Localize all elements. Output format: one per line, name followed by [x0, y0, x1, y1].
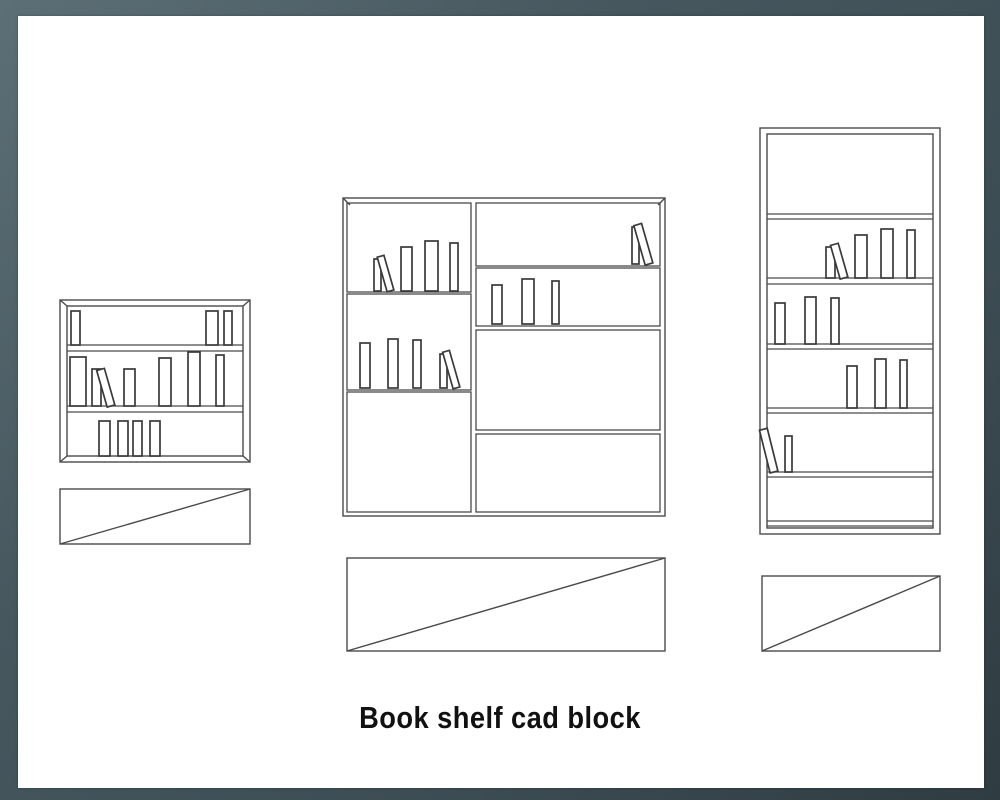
middle-middle-left-books [359, 338, 461, 390]
book [132, 420, 143, 457]
book [123, 368, 136, 407]
book [117, 420, 129, 457]
book-tilted [95, 367, 116, 409]
book [874, 358, 887, 409]
book [491, 284, 503, 325]
book [449, 242, 459, 292]
book-tilted [376, 254, 395, 293]
right-bookshelf-elevation[interactable] [758, 127, 941, 535]
middle-upper-right-compartment [475, 202, 661, 267]
middle-second-right-books [491, 278, 560, 325]
left-plan-diagonal [59, 488, 251, 545]
left-miter-bottom-left [59, 455, 68, 463]
book [215, 354, 225, 407]
middle-lower-left-compartment [346, 391, 472, 513]
book [784, 435, 793, 473]
right-shelf-board-5 [767, 471, 933, 478]
left-shelf-books-bottom [98, 420, 161, 457]
book [830, 297, 840, 345]
right-shelf-5-books [758, 427, 793, 474]
book [774, 302, 786, 345]
right-plan-diagonal [761, 575, 941, 652]
book-tilted [829, 242, 849, 281]
middle-plan-diagonal [346, 557, 666, 652]
book [804, 296, 817, 345]
middle-second-right-compartment [475, 267, 661, 327]
left-bookshelf-elevation[interactable] [59, 299, 251, 463]
middle-miter-top-left [342, 197, 351, 206]
book [98, 420, 111, 457]
middle-upper-left-compartment [346, 202, 472, 293]
left-miter-bottom-right [242, 455, 251, 463]
book-tilted [441, 349, 461, 390]
right-bookshelf-plan[interactable] [761, 575, 941, 652]
middle-third-right-compartment [475, 329, 661, 431]
middle-upper-right-books [631, 222, 654, 267]
left-bookshelf-outer-frame [59, 299, 251, 463]
left-shelf-books-middle [69, 351, 225, 409]
left-bookshelf-plan[interactable] [59, 488, 251, 545]
right-shelf-board-1 [767, 213, 933, 220]
book [149, 420, 161, 457]
book [359, 342, 371, 389]
book [187, 351, 201, 407]
book-tilted [758, 427, 779, 474]
right-shelf-board-6 [767, 520, 933, 527]
book-tilted [632, 222, 654, 267]
book [906, 229, 916, 279]
right-shelf-2-books [825, 228, 916, 281]
drawing-title: Book shelf cad block [359, 700, 641, 735]
book [158, 357, 172, 407]
book [70, 310, 81, 346]
left-shelf-board-1 [67, 344, 243, 352]
book [387, 338, 399, 389]
middle-upper-left-books [373, 240, 459, 293]
right-shelf-4-books [846, 358, 908, 409]
left-miter-top-right [242, 299, 251, 307]
right-bookshelf-inner-frame [766, 133, 934, 529]
book [205, 310, 219, 346]
book [400, 246, 413, 292]
right-shelf-board-2 [767, 277, 933, 285]
middle-lower-right-compartment [475, 433, 661, 513]
middle-middle-left-compartment [346, 293, 472, 391]
book [223, 310, 233, 346]
book [880, 228, 894, 279]
book [69, 356, 87, 407]
book [521, 278, 535, 325]
book [854, 234, 868, 279]
right-shelf-board-3 [767, 343, 933, 350]
middle-miter-top-right [657, 197, 666, 206]
right-shelf-3-books [774, 296, 840, 345]
middle-bookshelf-plan[interactable] [346, 557, 666, 652]
middle-unit-outer-frame [342, 197, 666, 517]
right-bookshelf-outer-frame [759, 127, 941, 535]
drawing-sheet [18, 16, 984, 788]
left-shelf-board-2 [67, 405, 243, 413]
middle-bookshelf-elevation[interactable] [342, 197, 666, 517]
book [846, 365, 858, 409]
left-miter-top-left [59, 299, 68, 307]
book [899, 359, 908, 409]
book [412, 339, 422, 389]
left-shelf-books-top [70, 310, 233, 346]
book [551, 280, 560, 325]
book [424, 240, 439, 292]
